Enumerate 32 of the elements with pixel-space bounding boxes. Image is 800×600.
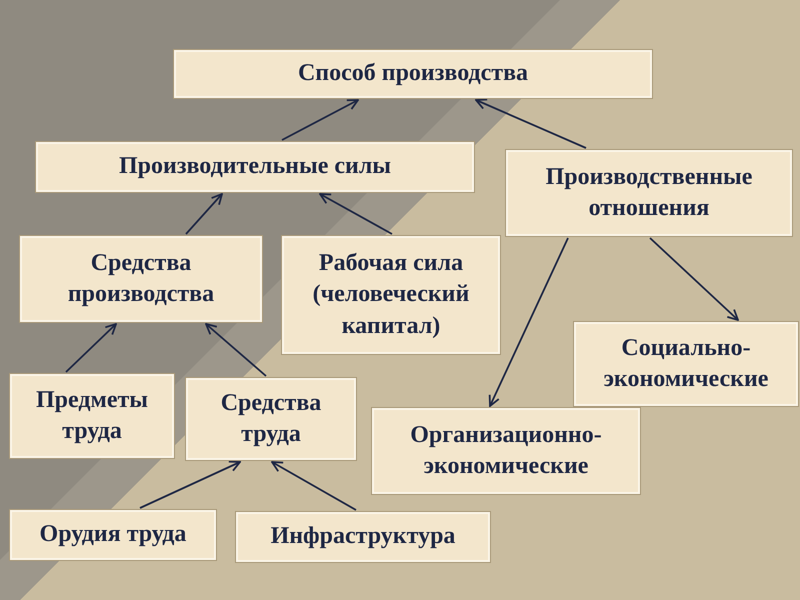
concept-box [372, 408, 640, 494]
box-label: Производительные силы [118, 152, 392, 182]
concept-box [10, 510, 216, 560]
box-label: Социально-экономические [602, 334, 770, 394]
concept-box [574, 322, 798, 406]
arrow [140, 460, 241, 509]
concept-box [506, 150, 792, 236]
arrow [475, 98, 586, 149]
concept-box [236, 512, 490, 562]
concept-box [174, 50, 652, 98]
concept-box [36, 142, 474, 192]
concept-box [186, 378, 356, 460]
box-label: Орудия труда [38, 520, 188, 550]
box-label: Инфраструктура [270, 522, 456, 552]
arrow [205, 323, 267, 377]
arrow [649, 237, 739, 321]
box-label: Средства производства [66, 248, 216, 309]
box-label: Производственные отношения [544, 162, 754, 223]
box-label: Предметы труда [34, 386, 150, 446]
arrow [65, 323, 117, 373]
box-label: Рабочая сила (человеческий капитал) [312, 249, 470, 341]
box-label: Организационно-экономические [409, 420, 603, 481]
concept-box [10, 374, 174, 458]
arrow [271, 461, 356, 511]
box-label: Средства труда [220, 388, 322, 449]
concept-box [282, 236, 500, 354]
concept-box [20, 236, 262, 322]
arrow [282, 99, 359, 141]
arrow [185, 193, 223, 235]
box-label: Способ производства [296, 59, 530, 88]
arrow [488, 238, 569, 407]
arrow [319, 193, 392, 235]
